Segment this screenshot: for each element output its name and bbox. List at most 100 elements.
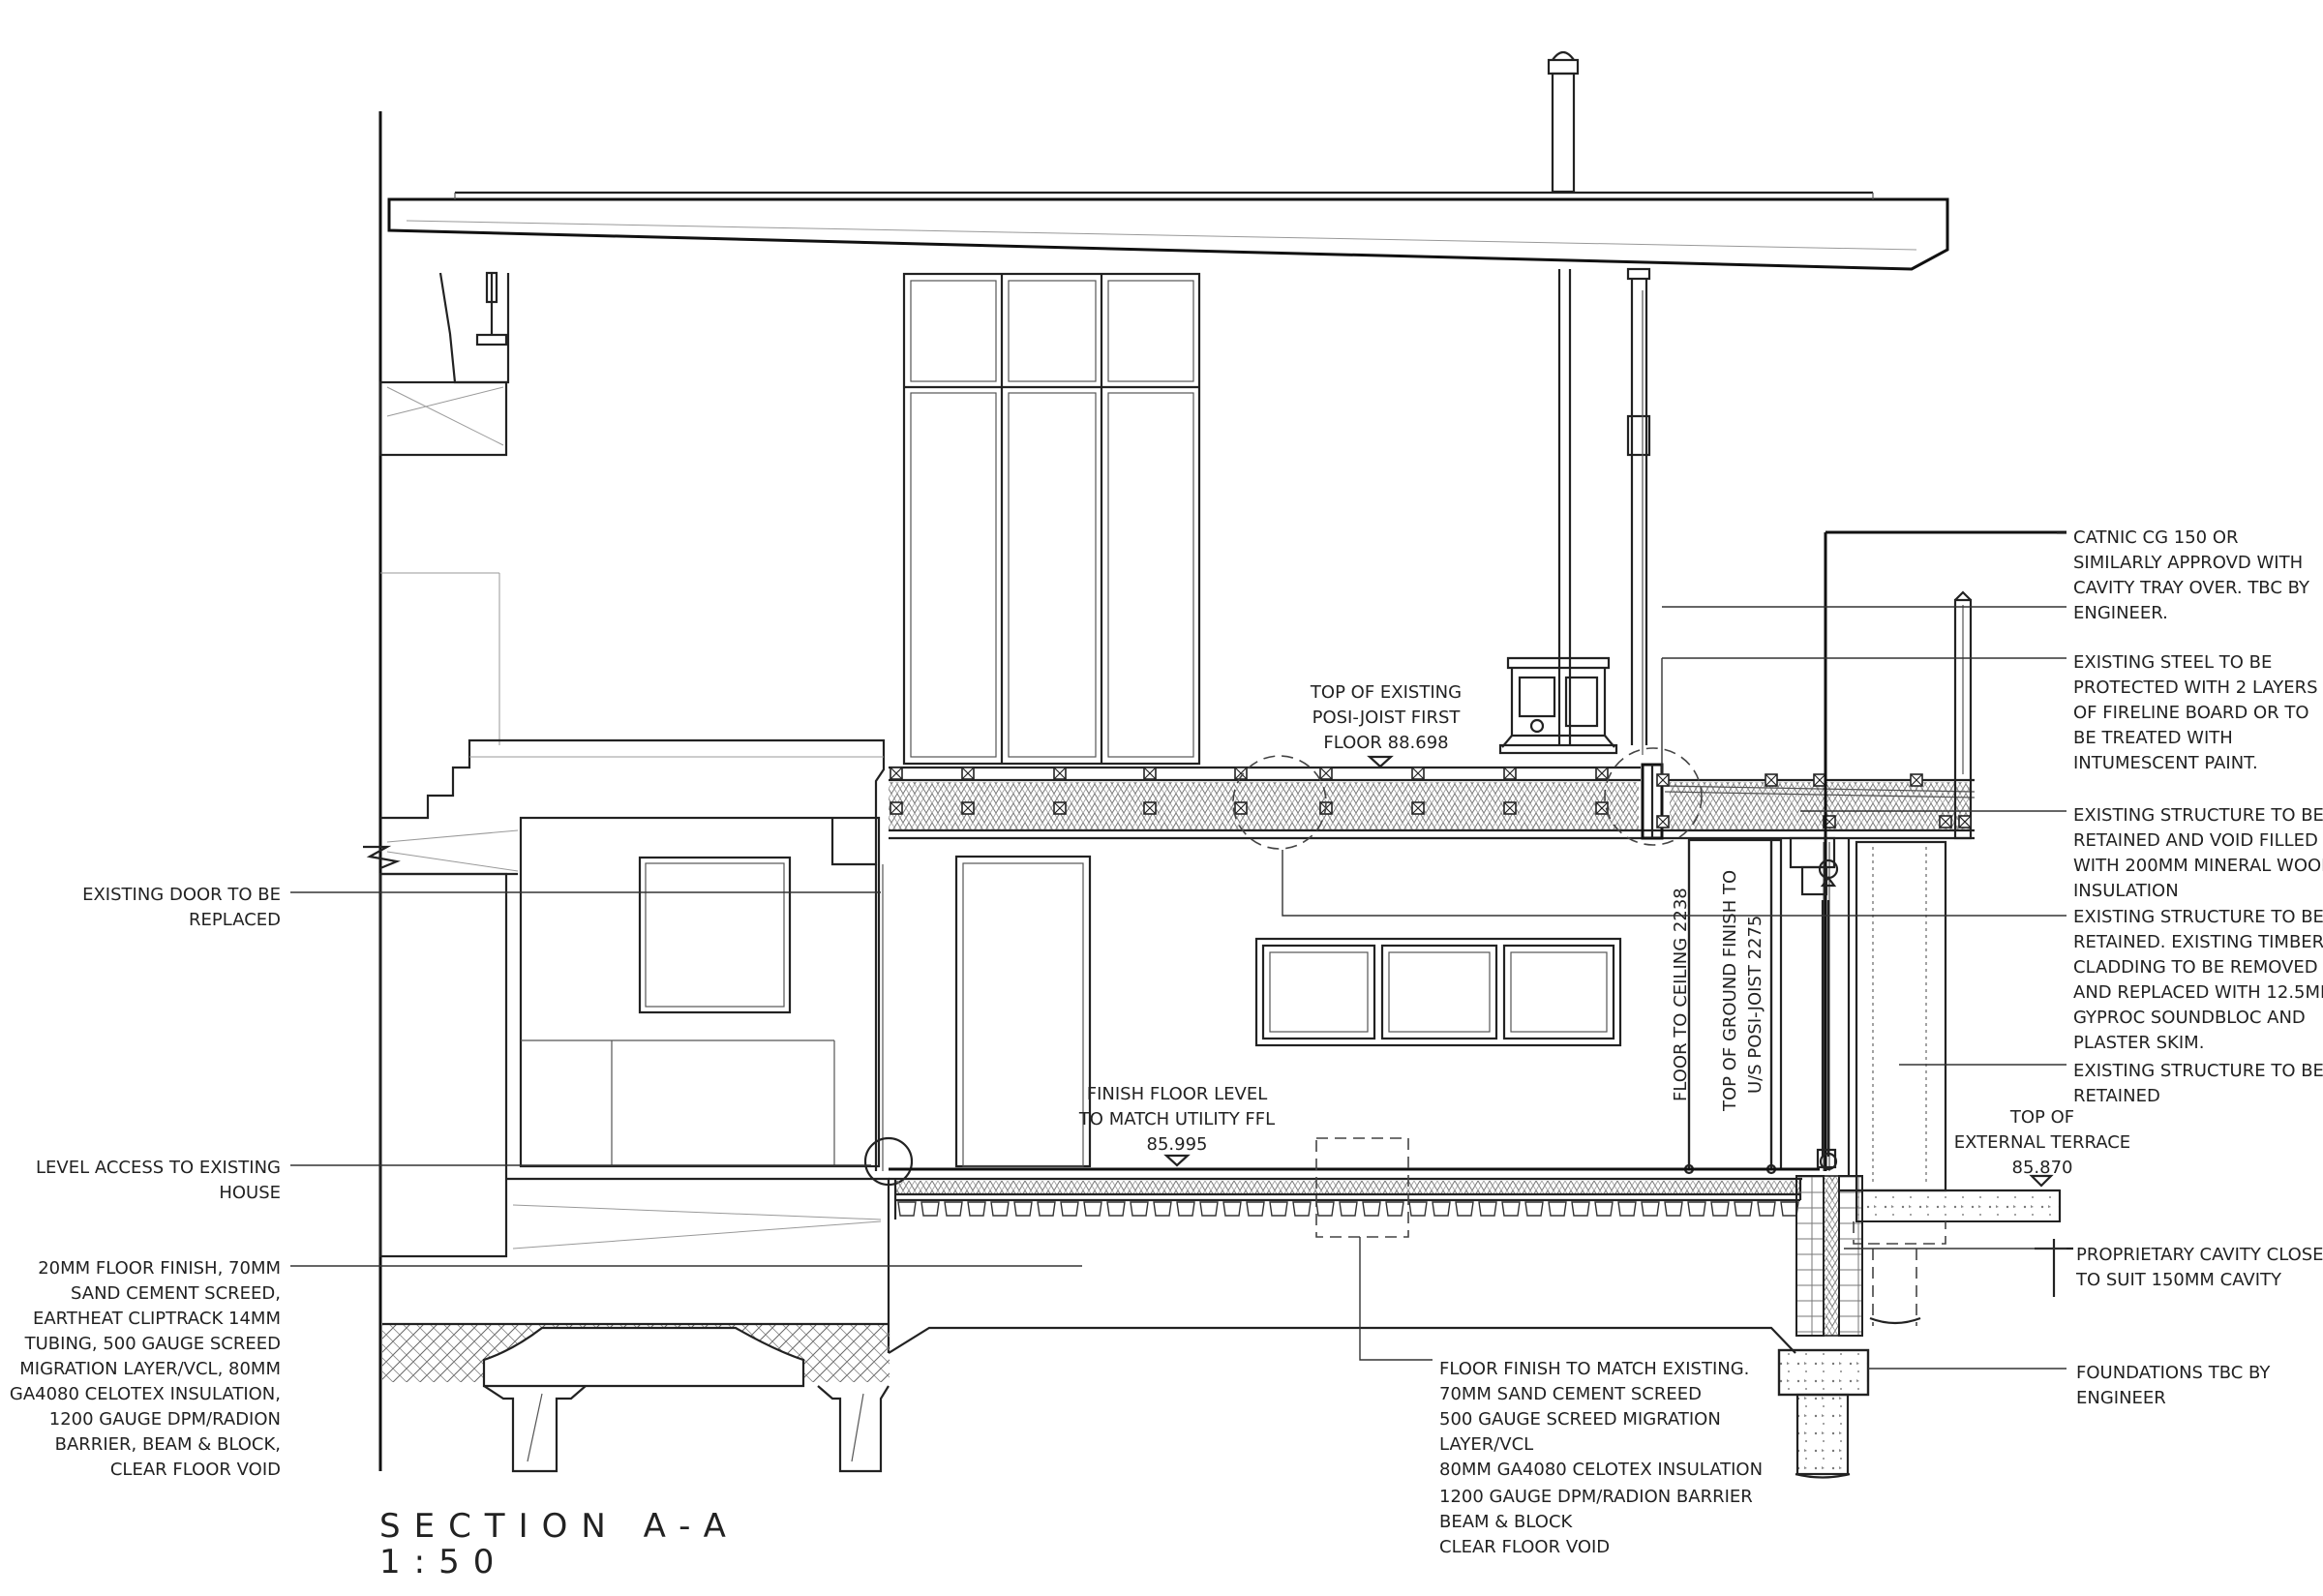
- joist-mark: [1958, 815, 1972, 828]
- svg-text:EXISTING DOOR TO BE: EXISTING DOOR TO BE: [82, 885, 281, 905]
- section-title: SECTION A-A: [379, 1507, 739, 1546]
- annotation-terrace: TOP OF EXTERNAL TERRACE 85.870: [1954, 1107, 2130, 1178]
- slab-block: [1130, 1201, 1149, 1217]
- joist-mark: [1503, 801, 1517, 815]
- external-wall: [1777, 530, 2073, 1479]
- annotation-structure-retained: EXISTING STRUCTURE TO BE RETAINED: [2073, 1061, 2323, 1106]
- svg-text:CLEAR FLOOR VOID: CLEAR FLOOR VOID: [1439, 1537, 1610, 1557]
- slab-block: [1362, 1201, 1381, 1217]
- svg-text:EXISTING STRUCTURE TO BE: EXISTING STRUCTURE TO BE: [2073, 1061, 2323, 1081]
- slab-block: [1013, 1201, 1033, 1217]
- svg-text:20MM FLOOR FINISH, 70MM: 20MM FLOOR FINISH, 70MM: [38, 1258, 281, 1279]
- section-scale: 1:50: [379, 1543, 507, 1581]
- joist-mark: [1656, 773, 1670, 787]
- joist-mark: [1595, 767, 1609, 780]
- joist-marks: [890, 767, 1972, 828]
- joist-mark: [1765, 773, 1778, 787]
- slab-block: [1478, 1201, 1497, 1217]
- slab-block: [1385, 1201, 1404, 1217]
- slab-block: [897, 1201, 917, 1217]
- slab-block: [990, 1201, 1010, 1217]
- slab-block: [1083, 1201, 1102, 1217]
- annotation-catnic: CATNIC CG 150 OR SIMILARLY APPROVD WITH …: [2073, 527, 2310, 623]
- slab-block: [967, 1201, 986, 1217]
- ground-floor-slab: [888, 1137, 1820, 1354]
- slab-block: [1060, 1201, 1079, 1217]
- svg-text:CLEAR FLOOR VOID: CLEAR FLOOR VOID: [110, 1460, 281, 1480]
- svg-text:TO MATCH UTILITY FFL: TO MATCH UTILITY FFL: [1078, 1109, 1275, 1129]
- foundation-arches: [382, 1322, 890, 1473]
- annotation-floor-finish-new: 20MM FLOOR FINISH, 70MM SAND CEMENT SCRE…: [10, 1258, 281, 1480]
- svg-text:RETAINED AND VOID FILLED: RETAINED AND VOID FILLED: [2073, 830, 2318, 851]
- svg-text:TOP OF EXISTING: TOP OF EXISTING: [1310, 682, 1462, 703]
- slab-block: [1664, 1201, 1683, 1217]
- svg-text:WITH 200MM MINERAL WOOL: WITH 200MM MINERAL WOOL: [2073, 856, 2323, 876]
- slab-block: [1455, 1201, 1474, 1217]
- svg-text:EXTERNAL TERRACE: EXTERNAL TERRACE: [1954, 1132, 2130, 1153]
- svg-text:OF FIRELINE BOARD OR TO: OF FIRELINE BOARD OR TO: [2073, 703, 2309, 723]
- slab-block: [1176, 1201, 1195, 1217]
- slab-block: [1222, 1201, 1242, 1217]
- slab-block: [1339, 1201, 1358, 1217]
- svg-text:TO SUIT 150MM CAVITY: TO SUIT 150MM CAVITY: [2075, 1270, 2282, 1290]
- existing-house: [363, 111, 914, 1471]
- svg-text:FINISH FLOOR LEVEL: FINISH FLOOR LEVEL: [1087, 1084, 1268, 1104]
- svg-text:RETAINED. EXISTING TIMBER: RETAINED. EXISTING TIMBER: [2073, 932, 2323, 952]
- slab-block: [1501, 1201, 1521, 1217]
- svg-text:1200 GAUGE DPM/RADION: 1200 GAUGE DPM/RADION: [49, 1409, 281, 1430]
- drawing-title: SECTION A-A 1:50: [379, 1507, 739, 1581]
- svg-text:EXISTING STEEL TO BE: EXISTING STEEL TO BE: [2073, 652, 2272, 673]
- annotation-vertical-dims: FLOOR TO CEILING 2238 TOP OF GROUND FINI…: [1671, 870, 1765, 1112]
- joist-mark: [1319, 767, 1333, 780]
- joist-mark: [1656, 815, 1670, 828]
- joist-mark: [890, 801, 903, 815]
- annotation-existing-door: EXISTING DOOR TO BE REPLACED: [82, 885, 281, 930]
- svg-text:EXISTING STRUCTURE TO BE: EXISTING STRUCTURE TO BE: [2073, 805, 2323, 826]
- joist-mark: [1053, 767, 1067, 780]
- svg-text:85.870: 85.870: [2012, 1158, 2073, 1178]
- annotation-level-access: LEVEL ACCESS TO EXISTING HOUSE: [36, 1158, 281, 1203]
- svg-text:ENGINEER.: ENGINEER.: [2073, 603, 2168, 623]
- slab-block: [920, 1201, 940, 1217]
- svg-text:PLASTER SKIM.: PLASTER SKIM.: [2073, 1033, 2204, 1053]
- svg-text:70MM SAND CEMENT SCREED: 70MM SAND CEMENT SCREED: [1439, 1384, 1702, 1404]
- joist-mark: [1053, 801, 1067, 815]
- first-floor-joists: [889, 590, 1976, 840]
- svg-text:SIMILARLY APPROVD WITH: SIMILARLY APPROVD WITH: [2073, 553, 2303, 573]
- svg-text:REPLACED: REPLACED: [189, 910, 281, 930]
- slab-block: [1432, 1201, 1451, 1217]
- svg-text:PROPRIETARY CAVITY CLOSER: PROPRIETARY CAVITY CLOSER: [2076, 1245, 2323, 1265]
- detail-circle-1: [1232, 755, 1327, 850]
- svg-text:BEAM & BLOCK: BEAM & BLOCK: [1439, 1512, 1574, 1532]
- annotation-structure-void: EXISTING STRUCTURE TO BE RETAINED AND VO…: [2073, 805, 2323, 901]
- joist-mark: [1411, 767, 1425, 780]
- svg-text:GYPROC SOUNDBLOC AND: GYPROC SOUNDBLOC AND: [2073, 1008, 2306, 1028]
- slab-block: [1594, 1201, 1614, 1217]
- svg-text:SAND CEMENT SCREED,: SAND CEMENT SCREED,: [71, 1283, 281, 1304]
- svg-text:CLADDING TO BE REMOVED: CLADDING TO BE REMOVED: [2073, 957, 2318, 978]
- joist-mark: [1939, 815, 1952, 828]
- svg-text:TOP OF GROUND FINISH TO: TOP OF GROUND FINISH TO: [1720, 870, 1740, 1112]
- roof: [387, 50, 1949, 755]
- joist-mark: [890, 767, 903, 780]
- annotation-ffl: FINISH FLOOR LEVEL TO MATCH UTILITY FFL …: [1078, 1084, 1275, 1155]
- svg-text:BE TREATED WITH: BE TREATED WITH: [2073, 728, 2233, 748]
- upper-glazing: [902, 272, 1201, 766]
- svg-text:FLOOR 88.698: FLOOR 88.698: [1323, 733, 1448, 753]
- svg-text:PROTECTED WITH 2 LAYERS: PROTECTED WITH 2 LAYERS: [2073, 678, 2318, 698]
- joist-mark: [1411, 801, 1425, 815]
- annotation-structure-cladding: EXISTING STRUCTURE TO BE RETAINED. EXIST…: [2073, 907, 2323, 1053]
- slab-block: [1269, 1201, 1288, 1217]
- joist-mark: [1813, 773, 1826, 787]
- svg-text:CAVITY TRAY OVER. TBC BY: CAVITY TRAY OVER. TBC BY: [2073, 578, 2310, 598]
- svg-text:RETAINED: RETAINED: [2073, 1086, 2160, 1106]
- svg-text:ENGINEER: ENGINEER: [2076, 1388, 2166, 1408]
- slab-blocks: [897, 1201, 1799, 1217]
- joist-mark: [1910, 773, 1923, 787]
- joist-mark: [1143, 767, 1157, 780]
- leader-lines: [290, 532, 2067, 1370]
- svg-text:GA4080 CELOTEX INSULATION,: GA4080 CELOTEX INSULATION,: [10, 1384, 281, 1404]
- svg-text:U/S POSI-JOIST 2275: U/S POSI-JOIST 2275: [1745, 916, 1765, 1094]
- slab-block: [1687, 1201, 1706, 1217]
